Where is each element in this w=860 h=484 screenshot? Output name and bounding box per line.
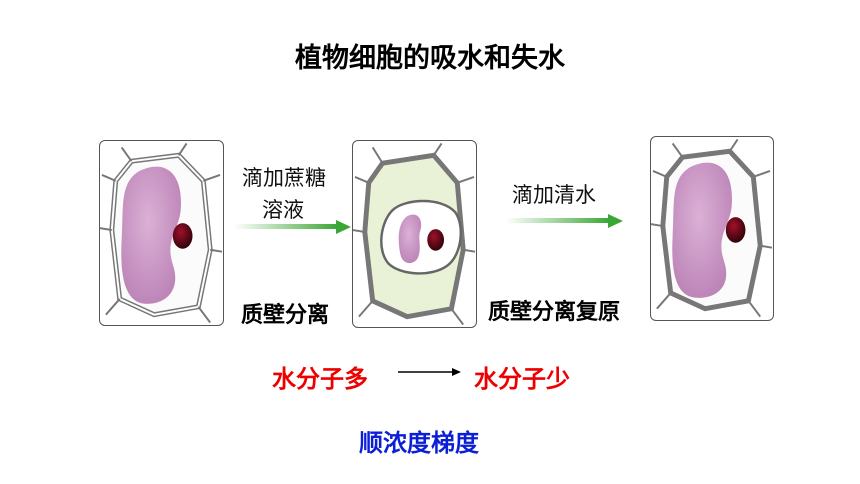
water-high-label: 水分子多 (272, 365, 368, 393)
add-sucrose-label-line1: 滴加蔗糖 (242, 166, 326, 190)
water-low-label: 水分子少 (474, 365, 570, 393)
sucrose-arrow (234, 220, 351, 234)
add-water-label: 滴加清水 (512, 183, 596, 207)
deplasmolysis-label: 质壁分离复原 (488, 300, 621, 325)
restored-cell-diagram (650, 136, 774, 321)
plasmolysis-label: 质壁分离 (241, 303, 330, 328)
water-arrow (506, 214, 623, 228)
flow-arrow (398, 368, 461, 376)
plasmolysed-cell-diagram (352, 140, 477, 328)
gradient-note: 顺浓度梯度 (359, 429, 479, 457)
page-title: 植物细胞的吸水和失水 (295, 43, 565, 74)
add-sucrose-label-line2: 溶液 (262, 198, 304, 222)
normal-cell-diagram (99, 140, 224, 326)
